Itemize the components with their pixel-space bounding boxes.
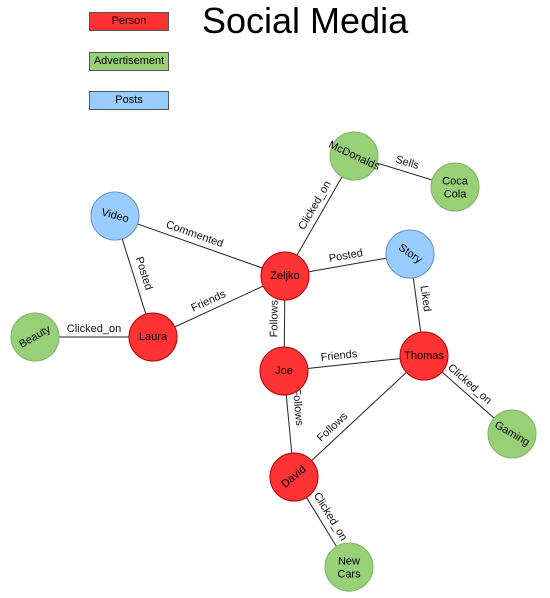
node-circle-story [385,229,435,279]
node-circle-video [90,191,140,241]
edge-label-zeljko-story: Posted [328,247,364,265]
node-label-laura: Laura [139,331,168,343]
node-circle-cocacola [430,162,480,212]
legend-advertisement: Advertisement [89,52,169,71]
edge-label-david-thomas: Follows [315,410,351,445]
node-circle-david [269,452,319,502]
node-laura: Laura [128,312,178,362]
edge-label-joe-david: Follows [290,388,305,427]
edge-label-beauty-laura: Clicked_on [67,323,121,335]
legend-posts: Posts [89,91,169,110]
node-circle-joe [259,346,309,396]
node-david: David [269,452,319,502]
diagram-title: Social Media [202,0,409,41]
node-circle-gaming [487,409,537,459]
edge-label-video-zeljko: Commented [164,219,224,250]
edge-label-story-thomas: Liked [418,285,433,313]
edge-video-zeljko [114,215,286,277]
node-circle-zeljko [260,251,310,301]
edge-david-thomas [293,355,425,478]
node-thomas: Thomas [399,331,449,381]
node-video: Video [90,191,140,241]
node-label-thomas: Thomas [404,350,444,362]
edge-label-laura-zeljko: Friends [189,288,228,314]
node-mcdonalds: McDonalds [327,131,382,181]
edge-label-thomas-gaming: Clicked_on [445,362,494,407]
legend-person: Person [89,12,169,31]
edge-label-video-laura: Posted [133,255,155,291]
node-beauty: Beauty [10,312,60,362]
edge-label-joe-thomas: Friends [320,348,358,364]
node-zeljko: Zeljko [260,251,310,301]
node-joe: Joe [259,346,309,396]
node-circle-beauty [10,312,60,362]
node-story: Story [385,229,435,279]
node-label-zeljko: Zeljko [270,270,299,282]
node-circle-mcdonalds [329,131,379,181]
node-circle-newcars [324,542,374,592]
node-circle-laura [128,312,178,362]
edge-label-zeljko-joe: Follows [268,299,280,337]
node-circle-thomas [399,331,449,381]
node-gaming: Gaming [487,409,537,459]
node-label-joe: Joe [275,365,293,377]
